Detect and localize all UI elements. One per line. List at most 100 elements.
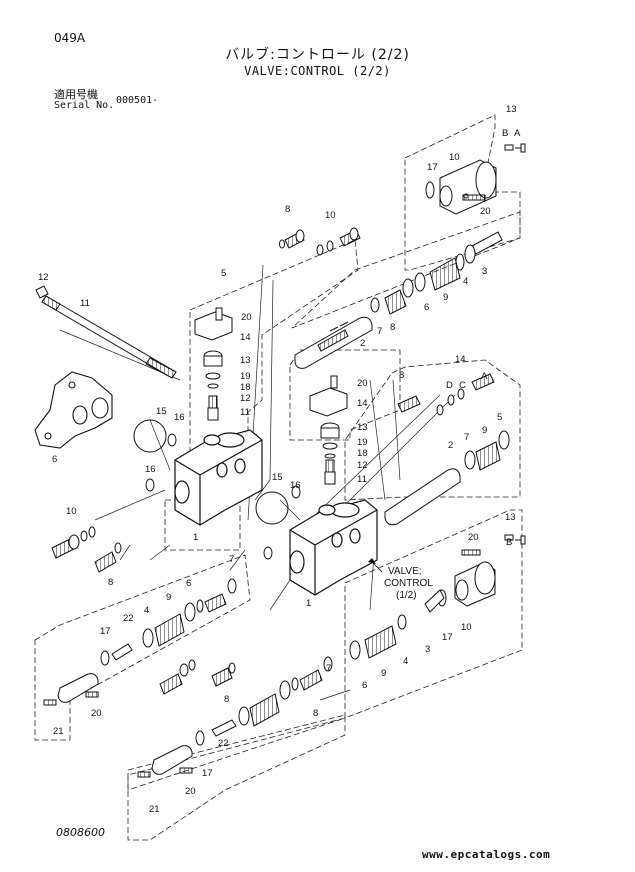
serial-label-japanese: 適用号機 bbox=[54, 88, 98, 101]
callout-6: 6 bbox=[186, 578, 191, 589]
callout-11: 11 bbox=[357, 474, 367, 485]
plug-assemblies-top bbox=[279, 227, 361, 256]
callout-14: 14 bbox=[357, 398, 368, 409]
callout-14: 14 bbox=[455, 354, 466, 365]
site-watermark: www.epcatalogs.com bbox=[422, 848, 551, 861]
callout-19: 19 bbox=[240, 371, 251, 382]
callout-12: 12 bbox=[357, 460, 368, 471]
end-cap-assembly-right bbox=[349, 534, 526, 660]
callout-16: 16 bbox=[174, 412, 185, 423]
callout-numbers: 1 1 2 2 3 3 4 4 4 5 5 6 6 6 6 7 7 7 7 8 … bbox=[38, 104, 521, 815]
mounting-bracket bbox=[34, 371, 113, 449]
cross-reference-line-3: (1/2) bbox=[396, 590, 417, 601]
callout-5: 5 bbox=[221, 268, 226, 279]
callout-19: 19 bbox=[357, 437, 368, 448]
title-japanese: バルブ:コントロール (2/2) bbox=[225, 47, 410, 63]
callout-10: 10 bbox=[66, 506, 77, 517]
callout-20: 20 bbox=[241, 312, 252, 323]
callout-4: 4 bbox=[144, 605, 149, 616]
callout-8: 8 bbox=[390, 322, 395, 333]
callout-7: 7 bbox=[377, 326, 382, 337]
callout-22: 22 bbox=[123, 613, 134, 624]
page-number: 049A bbox=[54, 31, 86, 45]
callout-15: 15 bbox=[272, 472, 283, 483]
callout-9: 9 bbox=[482, 425, 487, 436]
callout-13: 13 bbox=[357, 422, 368, 433]
callout-D: D bbox=[446, 380, 453, 391]
end-cap-assembly-top bbox=[425, 143, 526, 215]
callout-7: 7 bbox=[229, 554, 234, 565]
callout-8: 8 bbox=[224, 694, 229, 705]
relief-stack-lower bbox=[255, 375, 348, 560]
callout-10: 10 bbox=[461, 622, 472, 633]
callout-14: 14 bbox=[240, 332, 251, 343]
relief-stack-upper bbox=[133, 307, 233, 492]
callout-B: B bbox=[506, 537, 512, 548]
callout-8: 8 bbox=[313, 708, 318, 719]
callout-20: 20 bbox=[185, 786, 196, 797]
callout-11: 11 bbox=[80, 298, 90, 309]
callout-8: 8 bbox=[399, 370, 404, 381]
dashed-assembly-outlines bbox=[34, 114, 523, 841]
callout-17: 17 bbox=[202, 768, 213, 779]
callout-9: 9 bbox=[443, 292, 448, 303]
callout-2: 2 bbox=[360, 338, 365, 349]
callout-8: 8 bbox=[285, 204, 290, 215]
callout-15: 15 bbox=[156, 406, 167, 417]
plug-assemblies-left bbox=[51, 526, 236, 695]
callout-10: 10 bbox=[325, 210, 336, 221]
callout-6: 6 bbox=[362, 680, 367, 691]
callout-18: 18 bbox=[357, 448, 368, 459]
callout-A: A bbox=[481, 371, 488, 382]
callout-4: 4 bbox=[463, 276, 468, 287]
cross-reference-label: VALVE; CONTROL (1/2) bbox=[368, 558, 433, 601]
callout-C: C bbox=[459, 380, 466, 391]
callout-1: 1 bbox=[306, 598, 311, 609]
callout-B: B bbox=[502, 128, 508, 139]
callout-12: 12 bbox=[240, 393, 251, 404]
callout-1: 1 bbox=[193, 532, 198, 543]
callout-10: 10 bbox=[449, 152, 460, 163]
valve-body-upper bbox=[174, 429, 263, 526]
spool-stack-left bbox=[43, 578, 237, 706]
callout-17: 17 bbox=[427, 162, 438, 173]
callout-8: 8 bbox=[108, 577, 113, 588]
callout-16: 16 bbox=[290, 480, 301, 491]
callout-4: 4 bbox=[403, 656, 408, 667]
callout-13: 13 bbox=[240, 355, 251, 366]
cross-reference-line-1: VALVE; bbox=[388, 566, 422, 577]
callout-3: 3 bbox=[425, 644, 430, 655]
callout-3: 3 bbox=[482, 266, 487, 277]
spool-stack-bottom bbox=[137, 656, 333, 778]
callout-20: 20 bbox=[357, 378, 368, 389]
callout-13: 13 bbox=[505, 512, 516, 523]
title-english: VALVE:CONTROL (2/2) bbox=[244, 64, 391, 78]
callout-20: 20 bbox=[480, 206, 491, 217]
callout-13: 13 bbox=[506, 104, 517, 115]
callout-A: A bbox=[514, 128, 521, 139]
callout-21: 21 bbox=[53, 726, 64, 737]
callout-16: 16 bbox=[145, 464, 156, 475]
callout-9: 9 bbox=[381, 668, 386, 679]
callout-6: 6 bbox=[424, 302, 429, 313]
callout-20: 20 bbox=[91, 708, 102, 719]
spool-stack-middle bbox=[384, 373, 510, 526]
callout-17: 17 bbox=[100, 626, 111, 637]
callout-5: 5 bbox=[497, 412, 502, 423]
callout-21: 21 bbox=[149, 804, 160, 815]
callout-22: 22 bbox=[218, 738, 229, 749]
serial-label-english: Serial No. bbox=[54, 100, 115, 111]
valve-body-lower bbox=[289, 499, 378, 596]
callout-12: 12 bbox=[38, 272, 49, 283]
cross-reference-line-2: CONTROL bbox=[384, 578, 433, 589]
callout-7: 7 bbox=[326, 663, 331, 674]
drawing-number: 0808600 bbox=[56, 826, 105, 839]
callout-20: 20 bbox=[468, 532, 479, 543]
callout-2: 2 bbox=[448, 440, 453, 451]
callout-7: 7 bbox=[464, 432, 469, 443]
tie-rod bbox=[35, 285, 177, 379]
callout-18: 18 bbox=[240, 382, 251, 393]
serial-number: 000501- bbox=[116, 95, 159, 106]
spool-stack-top bbox=[294, 231, 503, 369]
